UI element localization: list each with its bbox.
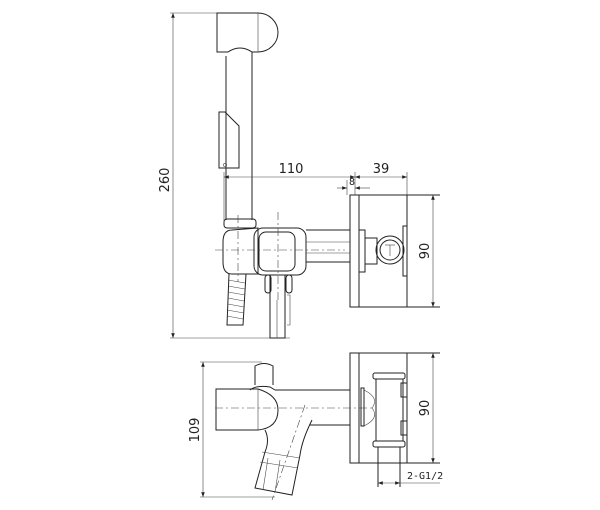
side-view: 260 110 39 8 — [158, 12, 440, 339]
top-view: 109 — [188, 352, 443, 501]
hand-shower — [216, 12, 279, 229]
dimension-label-reach: 110 — [279, 162, 304, 177]
dimension-90-side: 90 — [418, 195, 435, 307]
holder-body — [215, 212, 350, 300]
dimension-label-height: 260 — [158, 168, 173, 193]
dimension-90-top: 90 — [418, 353, 435, 463]
dimension-connection: 2-G1/2 — [378, 471, 443, 485]
dimension-label-flange: 8 — [349, 177, 355, 188]
dimension-label-plate-height: 90 — [418, 243, 433, 260]
wall-plate — [349, 194, 440, 308]
dimension-label-connection: 2-G1/2 — [407, 471, 443, 482]
dimension-label-top-plate-height: 90 — [418, 400, 433, 417]
dimension-109: 109 — [188, 361, 275, 498]
hose — [226, 273, 247, 326]
wall-plate-top — [349, 352, 440, 487]
body-top — [215, 363, 375, 501]
dimension-39: 39 — [354, 162, 408, 195]
outlet — [264, 274, 293, 339]
dimension-label-depth: 39 — [373, 162, 390, 177]
dimension-label-top-depth: 109 — [188, 418, 203, 443]
dimension-8: 8 — [337, 177, 370, 195]
dimension-110: 110 — [223, 162, 355, 222]
